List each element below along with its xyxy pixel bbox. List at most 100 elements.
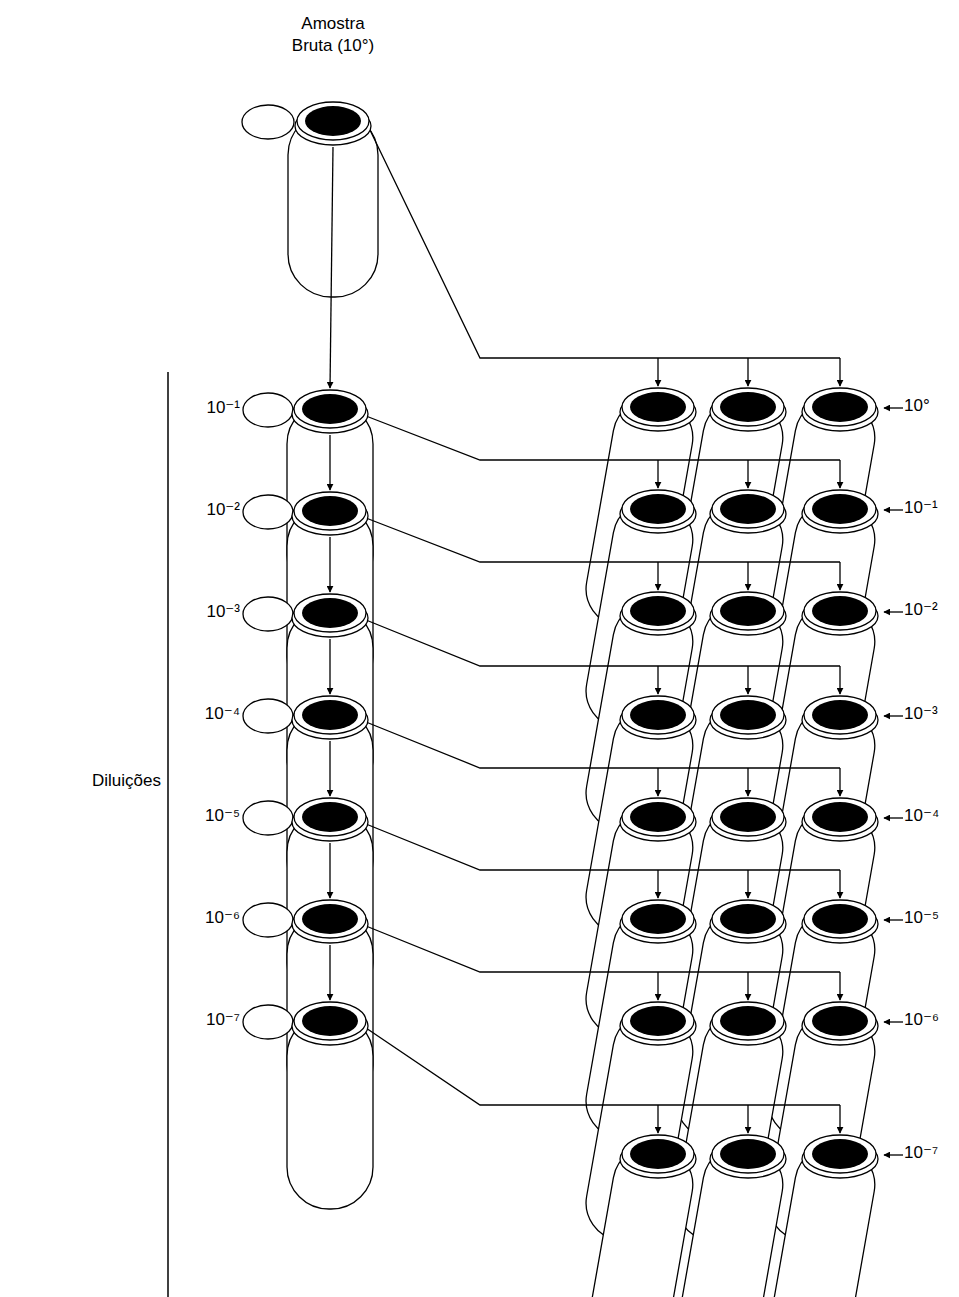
dilution-label: 10⁻¹ — [904, 497, 938, 519]
tube-lid — [243, 903, 293, 937]
tube-mouth — [294, 1002, 366, 1040]
tube-content — [630, 1139, 686, 1169]
tube-content — [812, 1006, 868, 1036]
tube-content — [302, 1006, 358, 1036]
tube-content — [720, 494, 776, 524]
tube-cap — [290, 691, 370, 741]
dilution-label: 10° — [904, 395, 930, 417]
tube-mouth — [297, 102, 369, 140]
tube-row: 10⁻¹ — [618, 485, 880, 535]
dilution-label: 10⁻⁶ — [904, 1009, 939, 1031]
transfer-arrow — [329, 435, 330, 490]
tube-mouth — [712, 1002, 784, 1040]
tube-cap — [618, 997, 880, 1047]
leader-arrow — [884, 611, 903, 612]
tube-body — [580, 803, 699, 1043]
tube-cap — [290, 487, 370, 537]
axis-label: Diluições — [92, 770, 161, 792]
tube-cap — [290, 997, 370, 1047]
tube-mouth — [712, 900, 784, 938]
leader-arrow — [884, 407, 903, 408]
test-tube: 10⁻³ — [290, 589, 370, 639]
tube-content — [812, 1139, 868, 1169]
tube-content — [630, 494, 686, 524]
tube-mouth — [804, 490, 876, 528]
test-tube: 10⁻² — [290, 487, 370, 537]
dilution-label: 10⁻⁵ — [904, 907, 939, 929]
tube-mouth — [712, 1135, 784, 1173]
tube-mouth — [712, 798, 784, 836]
tube-mouth — [294, 696, 366, 734]
tube-mouth — [804, 1135, 876, 1173]
tube-content — [720, 700, 776, 730]
tube-mouth — [622, 1002, 694, 1040]
tube-content — [630, 904, 686, 934]
test-tube: 10⁻¹ — [290, 385, 370, 435]
tube-content — [812, 904, 868, 934]
tube-content — [302, 394, 358, 424]
tube-content — [812, 596, 868, 626]
tube-mouth — [622, 1135, 694, 1173]
transfer-arrow — [366, 1028, 840, 1133]
test-tube: 10⁻⁴ — [290, 691, 370, 741]
dilution-label: 10⁻⁷ — [206, 1009, 240, 1031]
tube-row: 10° — [618, 383, 880, 433]
tube-cap — [290, 895, 370, 945]
tube-mouth — [804, 1002, 876, 1040]
tube-mouth — [804, 900, 876, 938]
tube-row: 10⁻⁷ — [618, 1130, 880, 1180]
tube-mouth — [622, 696, 694, 734]
tube-mouth — [804, 592, 876, 630]
tube-mouth — [712, 696, 784, 734]
leader-arrow — [884, 817, 903, 818]
tube-cap — [618, 587, 880, 637]
tube-mouth — [622, 592, 694, 630]
tube-mouth — [294, 390, 366, 428]
tube-content — [302, 904, 358, 934]
tube-content — [720, 392, 776, 422]
bracket-line — [167, 372, 169, 1297]
leader-arrow — [884, 919, 903, 920]
tube-content — [720, 1139, 776, 1169]
tube-mouth — [622, 900, 694, 938]
dilution-label: 10⁻² — [904, 599, 938, 621]
tube-cap — [618, 691, 880, 741]
transfer-arrow — [369, 128, 840, 386]
tube-cap — [618, 793, 880, 843]
tube-lid — [243, 1005, 293, 1039]
transfer-arrow — [329, 945, 330, 1000]
tube-content — [812, 700, 868, 730]
tube-content — [302, 598, 358, 628]
tube-content — [630, 1006, 686, 1036]
tube-cap — [290, 589, 370, 639]
test-tube: 10⁻⁵ — [290, 793, 370, 843]
tube-cap — [618, 895, 880, 945]
tube-cap — [618, 1130, 880, 1180]
tube-row: 10⁻⁵ — [618, 895, 880, 945]
tube-mouth — [622, 798, 694, 836]
transfer-arrow — [329, 741, 330, 796]
tube-mouth — [804, 388, 876, 426]
transfer-arrow — [330, 147, 333, 388]
tube-mouth — [804, 798, 876, 836]
tube-mouth — [712, 592, 784, 630]
tube-mouth — [804, 696, 876, 734]
tube-mouth — [622, 490, 694, 528]
tube-content — [302, 496, 358, 526]
tube-lid — [243, 597, 293, 631]
tube-content — [630, 596, 686, 626]
tube-lid — [243, 699, 293, 733]
tube-mouth — [294, 492, 366, 530]
tube-lid — [242, 105, 294, 139]
dilution-label: 10⁻³ — [206, 601, 240, 623]
tube-mouth — [294, 798, 366, 836]
tube-mouth — [712, 490, 784, 528]
tube-content — [812, 494, 868, 524]
tube-cap — [293, 97, 373, 147]
tube-body — [580, 393, 699, 633]
tube-content — [720, 802, 776, 832]
tube-content — [630, 700, 686, 730]
sample-label: Amostra Bruta (10°) — [281, 13, 385, 57]
